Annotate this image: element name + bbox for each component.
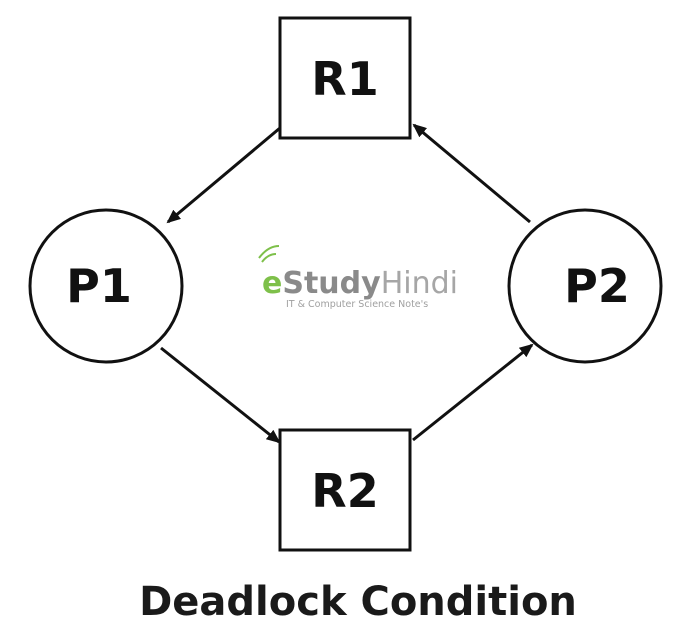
process-p1: P1	[28, 208, 184, 364]
resource-r1-label: R1	[311, 52, 378, 106]
watermark-tagline: IT & Computer Science Note's	[286, 299, 428, 310]
resource-r2: R2	[278, 428, 412, 552]
edge-p2-to-r1	[412, 123, 531, 224]
wifi-icon	[258, 245, 280, 263]
watermark-study: Study	[282, 266, 381, 301]
edge-p1-to-r2	[160, 346, 281, 444]
process-p2: P2	[507, 208, 663, 364]
process-p2-label: P2	[564, 259, 630, 313]
watermark: eStudyHindi IT & Computer Science Note's	[258, 245, 458, 310]
edge-r1-to-p1	[166, 126, 281, 224]
watermark-hindi: Hindi	[381, 266, 458, 301]
process-p1-label: P1	[66, 259, 132, 313]
edge-r2-to-p2	[412, 343, 534, 442]
resource-r1: R1	[278, 16, 412, 140]
watermark-e: e	[262, 266, 282, 301]
watermark-logo: eStudyHindi	[262, 266, 458, 301]
resource-r2-label: R2	[311, 464, 378, 518]
diagram-caption: Deadlock Condition	[139, 579, 577, 624]
